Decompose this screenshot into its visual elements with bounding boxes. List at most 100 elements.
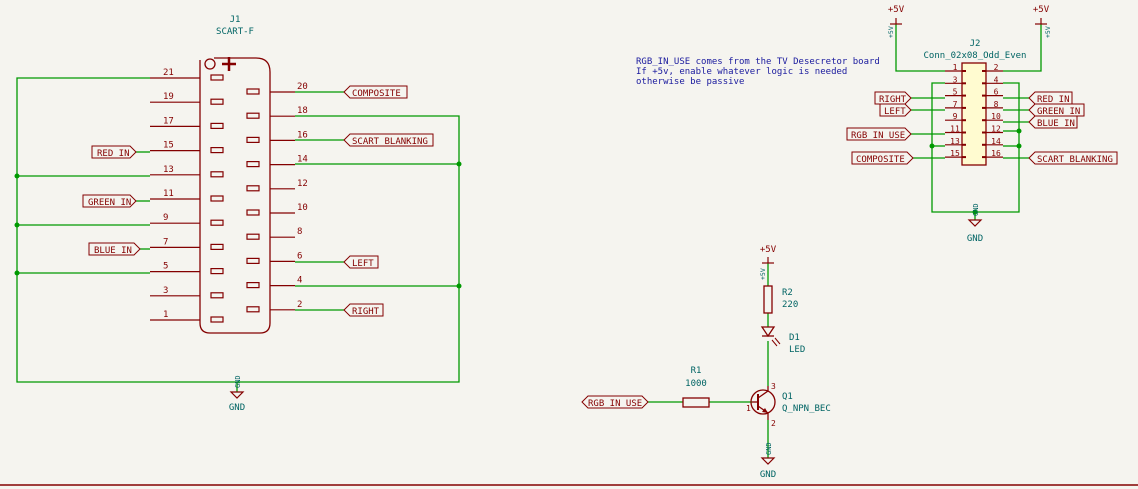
j2-pin-number: 1: [953, 63, 958, 72]
j2-pin-mark: [982, 119, 986, 122]
j1-pin-number: 17: [163, 116, 174, 126]
pwr-5v-label-j2-right: +5V: [1033, 5, 1050, 15]
j1-pin-number: 2: [297, 300, 302, 310]
label-composite-j2[interactable]: COMPOSITE: [851, 151, 914, 165]
j1-pin-number: 15: [163, 141, 174, 151]
j2-pin-number: 6: [994, 88, 999, 97]
pwr-5v-pin-j2-right: +5V: [1044, 26, 1052, 38]
r2-ref: R2: [782, 288, 793, 298]
label-composite-j2-text: COMPOSITE: [856, 155, 905, 165]
j2-pin-mark: [962, 143, 966, 146]
j1-socket: [210, 74, 224, 81]
label-blue-in[interactable]: BLUE_IN: [88, 242, 141, 256]
resistor-r1[interactable]: [682, 397, 710, 408]
label-left-j2-text: LEFT: [884, 107, 906, 117]
j1-junctions: [14, 161, 462, 289]
pwr-5v-j2-right[interactable]: +5V +5V: [1033, 5, 1052, 38]
pwr-5v-label-r2: +5V: [760, 245, 777, 255]
pwr-5v-j2-left[interactable]: +5V +5V: [887, 5, 905, 38]
j1-wires: [16, 77, 460, 392]
j1-pin-number: 13: [163, 165, 174, 175]
led-d1[interactable]: [760, 326, 781, 347]
transistor-q1[interactable]: [750, 386, 776, 420]
label-green-in-j2[interactable]: GREEN_IN: [1028, 103, 1085, 117]
j1-pin-number: 18: [297, 106, 308, 116]
gnd-pin-name-j2: GND: [972, 203, 980, 216]
j2-pin-number: 15: [950, 149, 960, 158]
j1-pin-number: 4: [297, 276, 302, 286]
j1-socket: [246, 209, 260, 216]
label-composite[interactable]: COMPOSITE: [343, 85, 408, 99]
label-blue-in-j2[interactable]: BLUE_IN: [1028, 115, 1078, 129]
j2-pin-number: 12: [991, 125, 1001, 134]
gnd-symbol-j1[interactable]: GND GND: [229, 375, 245, 413]
j1-socket: [210, 195, 224, 202]
label-green-in-j2-text: GREEN_IN: [1037, 107, 1080, 117]
j2-pin-number: 10: [991, 112, 1001, 121]
j1-pin-number: 7: [163, 237, 168, 247]
j1-pin-number: 6: [297, 251, 302, 261]
label-scart-blanking-j2[interactable]: SCART_BLANKING: [1028, 151, 1118, 165]
j2-pin-mark: [982, 106, 986, 109]
label-rgb-in-use-j2[interactable]: RGB_IN_USE: [846, 127, 912, 141]
label-green-in[interactable]: GREEN_IN: [82, 194, 137, 208]
label-red-in-j2[interactable]: RED_IN: [1028, 91, 1073, 105]
label-right-j2-text: RIGHT: [879, 95, 907, 105]
q1-pin-c: 3: [771, 382, 776, 391]
j2-junctions: [929, 128, 1022, 215]
label-left[interactable]: LEFT: [343, 255, 379, 269]
j1-pin-number: 8: [297, 227, 302, 237]
label-right-j2[interactable]: RIGHT: [874, 91, 912, 105]
pwr-5v-r2[interactable]: +5V +5V: [759, 245, 777, 280]
gnd-symbol-j2[interactable]: GND GND: [967, 203, 983, 244]
label-blue-in-text: BLUE_IN: [94, 246, 132, 256]
gnd-label-j2: GND: [967, 234, 983, 244]
j1-pin-stubs: [150, 77, 295, 321]
j1-pin-number: 19: [163, 92, 174, 102]
label-scart-blanking-text: SCART_BLANKING: [352, 137, 428, 147]
j1-socket: [210, 268, 224, 275]
note-line-1: RGB_IN_USE comes from the TV Desecretor …: [636, 57, 880, 67]
gnd-symbol-q1[interactable]: GND GND: [760, 442, 776, 480]
j1-socket: [210, 98, 224, 105]
label-green-in-text: GREEN_IN: [88, 198, 131, 208]
j1-socket: [246, 161, 260, 168]
label-right[interactable]: RIGHT: [343, 303, 384, 317]
j2-pin-mark: [962, 156, 966, 159]
label-red-in-text: RED_IN: [97, 149, 130, 159]
j1-socket: [246, 136, 260, 143]
j1-key-plus: [222, 57, 236, 71]
j1-pin-number: 5: [163, 262, 168, 272]
j1-socket: [210, 243, 224, 250]
j1-pin-number: 10: [297, 203, 308, 213]
design-note: RGB_IN_USE comes from the TV Desecretor …: [636, 57, 880, 87]
j1-pin-number: 20: [297, 82, 308, 92]
j1-socket: [246, 257, 260, 264]
j1-socket-group: [210, 74, 260, 323]
j2-pin-number: 7: [953, 100, 958, 109]
label-left-j2[interactable]: LEFT: [879, 103, 912, 117]
j1-pin-number: 21: [163, 68, 174, 78]
note-line-2: If +5v, enable whatever logic is needed: [636, 67, 848, 77]
j1-value: SCART-F: [216, 27, 254, 37]
label-red-in-j2-text: RED_IN: [1037, 95, 1070, 105]
j1-socket: [246, 185, 260, 192]
label-scart-blanking[interactable]: SCART_BLANKING: [343, 133, 434, 147]
pwr-5v-label-j2-left: +5V: [888, 5, 905, 15]
note-line-3: otherwise be passive: [636, 77, 745, 87]
j1-scart-connector[interactable]: [150, 57, 295, 334]
label-red-in[interactable]: RED_IN: [91, 145, 137, 159]
j2-pin-mark: [982, 70, 986, 72]
label-rgb-in-use-q1[interactable]: RGB_IN_USE: [581, 395, 649, 409]
j1-socket: [210, 171, 224, 178]
resistor-r2[interactable]: [763, 285, 773, 314]
j1-pin-number: 9: [163, 213, 168, 223]
pwr-5v-pin-j2-left: +5V: [887, 26, 895, 38]
j1-socket: [246, 88, 260, 95]
j1-socket: [210, 147, 224, 154]
j2-pin-mark: [962, 106, 966, 109]
q1-value: Q_NPN_BEC: [782, 404, 831, 414]
j1-socket: [210, 292, 224, 299]
j1-pin-number: 1: [163, 310, 168, 320]
